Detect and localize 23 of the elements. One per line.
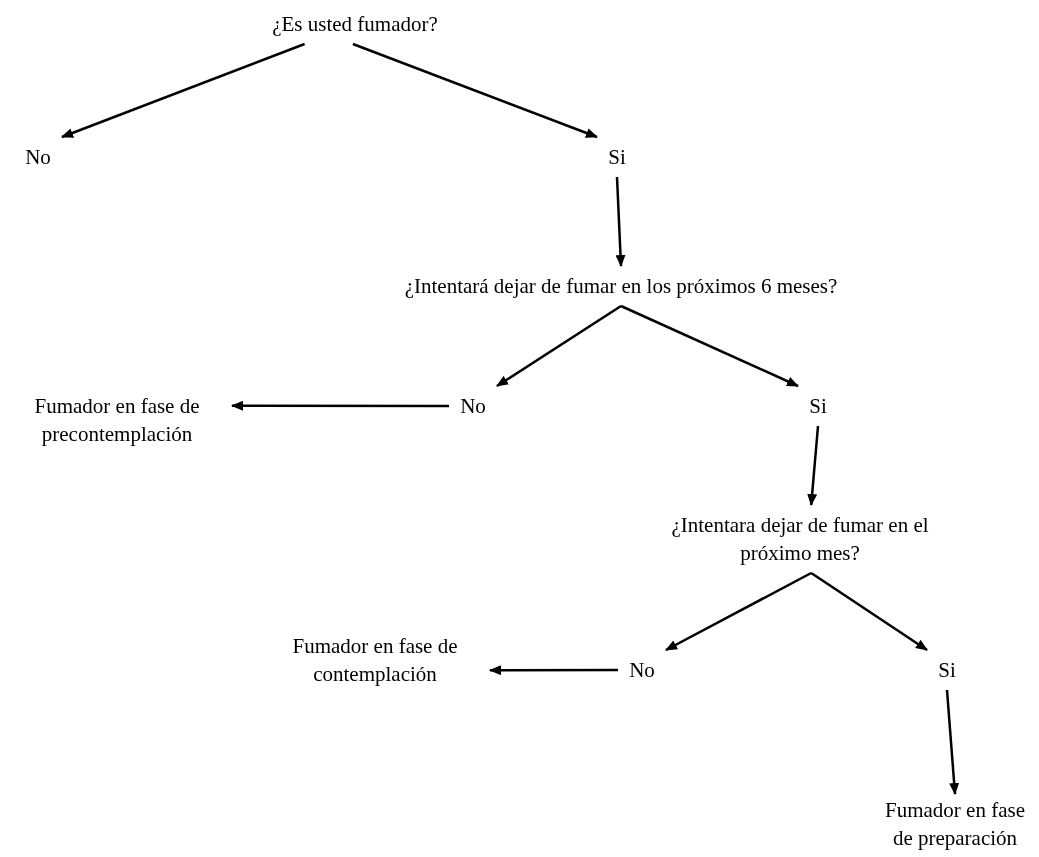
arrow xyxy=(665,571,812,652)
arrow xyxy=(615,176,626,267)
outcome-text: Fumador en fase de contemplación xyxy=(291,633,459,688)
arrow xyxy=(945,689,960,795)
arrow xyxy=(807,425,820,506)
outcome-text: Fumador en fase de precontemplación xyxy=(33,393,201,448)
question-text: ¿Es usted fumador? xyxy=(271,11,439,38)
answer-text: Si xyxy=(937,657,957,684)
question-text: ¿Intentará dejar de fumar en los próximos 6 meses? xyxy=(403,273,839,300)
question-text: ¿Intentara dejar de fumar en el próximo mes? xyxy=(670,512,930,567)
arrow xyxy=(352,42,598,139)
outcome-text: Fumador en fase de preparación xyxy=(884,797,1026,852)
answer-text: No xyxy=(24,144,52,171)
answer-text: No xyxy=(459,393,487,420)
answer-text: No xyxy=(628,657,656,684)
answer-text: Si xyxy=(808,393,828,420)
arrow xyxy=(489,665,618,676)
arrow xyxy=(61,42,306,139)
arrow xyxy=(620,304,799,388)
arrow xyxy=(810,571,928,652)
answer-text: Si xyxy=(607,144,627,171)
arrow xyxy=(496,304,622,388)
arrow xyxy=(231,400,449,411)
